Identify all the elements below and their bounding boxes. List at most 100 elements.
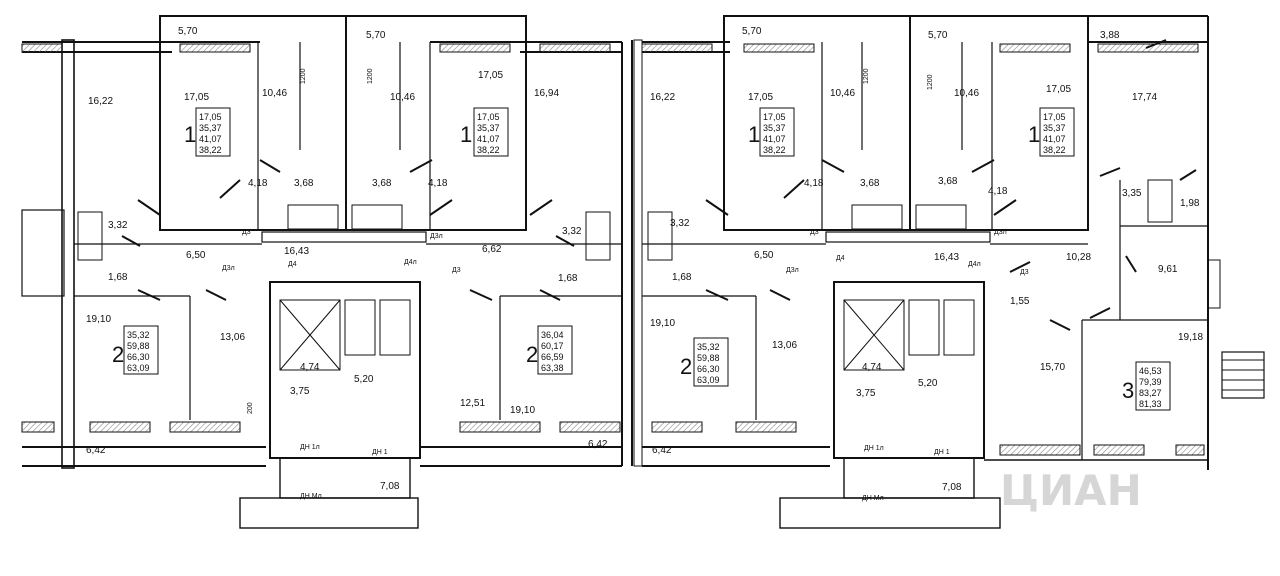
- door-tag: ДН 1: [934, 449, 950, 456]
- room-area: 6,42: [86, 445, 106, 456]
- apartment-area: 59,88: [127, 341, 150, 351]
- apartment-area: 36,04: [541, 330, 564, 340]
- apartment-area: 41,07: [199, 134, 222, 144]
- apartment-area: 83,27: [1139, 388, 1162, 398]
- watermark: ЦИАН: [1000, 466, 1142, 515]
- room-area: 1,68: [672, 272, 692, 283]
- apartment-legend-left-3: 2 35,32 59,88 66,30 63,09: [112, 325, 159, 375]
- apartment-area: 41,07: [477, 134, 500, 144]
- room-area: 9,61: [1158, 264, 1178, 275]
- room-area: 4,18: [988, 186, 1008, 197]
- apartment-area: 35,32: [127, 330, 150, 340]
- apartment-area: 41,07: [763, 134, 786, 144]
- room-area: 6,42: [588, 439, 608, 450]
- apartment-area: 17,05: [763, 112, 786, 122]
- door-swings-left: [121, 159, 575, 301]
- apartment-area: 38,22: [199, 145, 222, 155]
- room-area: 3,68: [938, 176, 958, 187]
- apartment-area: 35,37: [763, 123, 786, 133]
- apartment-rooms: 1: [1028, 122, 1040, 147]
- door-tag: Д3л: [994, 229, 1007, 236]
- room-area: 6,50: [754, 250, 774, 261]
- room-area: 19,10: [510, 405, 535, 416]
- room-area: 3,32: [108, 220, 128, 231]
- door-tag: Д4: [836, 255, 845, 262]
- room-area: 10,46: [830, 88, 855, 99]
- apartment-rooms: 2: [526, 342, 538, 367]
- door-tags-right: Д3 Д3л Д4 Д4л Д3л Д3 ДН 1л ДН 1 ДН Мл 12…: [786, 68, 1029, 502]
- room-area: 1,98: [1180, 198, 1200, 209]
- room-area: 17,74: [1132, 92, 1157, 103]
- room-area: 4,74: [300, 362, 320, 373]
- apartment-area: 35,37: [1043, 123, 1066, 133]
- door-tag: Д3: [810, 229, 819, 236]
- apartment-area: 46,53: [1139, 366, 1162, 376]
- door-tag: Д3: [242, 229, 251, 236]
- apartment-area: 17,05: [199, 112, 222, 122]
- door-tag: 1200: [300, 68, 307, 84]
- door-tag: 200: [247, 402, 254, 414]
- room-area: 3,32: [562, 226, 582, 237]
- room-area: 1,68: [558, 273, 578, 284]
- room-area: 1,55: [1010, 296, 1030, 307]
- room-area: 10,46: [390, 92, 415, 103]
- room-area: 16,94: [534, 88, 559, 99]
- apartment-area: 79,39: [1139, 377, 1162, 387]
- apartment-area: 17,05: [477, 112, 500, 122]
- room-area: 3,88: [1100, 30, 1120, 41]
- room-area: 13,06: [220, 332, 245, 343]
- room-area: 7,08: [380, 481, 400, 492]
- room-area: 16,22: [88, 96, 113, 107]
- room-area: 4,18: [804, 178, 824, 189]
- door-swings-right: [705, 39, 1197, 331]
- door-tag: Д3л: [222, 265, 235, 272]
- room-area: 5,20: [354, 374, 374, 385]
- room-area: 16,43: [284, 246, 309, 257]
- door-tag: Д4л: [968, 261, 981, 268]
- apartment-area: 59,88: [697, 353, 720, 363]
- apartment-area: 63,38: [541, 363, 564, 373]
- door-tag: ДН 1: [372, 449, 388, 456]
- apartment-area: 63,09: [127, 363, 150, 373]
- door-tag: Д4: [288, 261, 297, 268]
- apartment-legend-right-4: 3 46,53 79,39 83,27 81,33: [1122, 361, 1171, 411]
- room-area: 3,32: [670, 218, 690, 229]
- section-right: [631, 15, 1265, 529]
- room-area: 4,18: [248, 178, 268, 189]
- apartment-legend-left-2: 1 17,05 35,37 41,07 38,22: [460, 107, 509, 157]
- apartment-area: 60,17: [541, 341, 564, 351]
- room-labels-left: 5,70 5,70 16,22 17,05 10,46 10,46 17,05 …: [86, 26, 608, 492]
- room-area: 17,05: [478, 70, 503, 81]
- apartment-area: 38,22: [763, 145, 786, 155]
- room-area: 19,18: [1178, 332, 1203, 343]
- apartment-rooms: 1: [460, 122, 472, 147]
- apartment-legend-right-1: 1 17,05 35,37 41,07 38,22: [748, 107, 795, 157]
- room-area: 4,74: [862, 362, 882, 373]
- apartment-area: 81,33: [1139, 399, 1162, 409]
- apartment-area: 35,37: [477, 123, 500, 133]
- room-area: 17,05: [1046, 84, 1071, 95]
- apartment-area: 66,30: [127, 352, 150, 362]
- room-area: 10,46: [954, 88, 979, 99]
- apartment-legend-left-4: 2 36,04 60,17 66,59 63,38: [526, 325, 573, 375]
- room-area: 12,51: [460, 398, 485, 409]
- section-left: [21, 15, 623, 529]
- door-tag: 1200: [863, 68, 870, 84]
- apartment-area: 41,07: [1043, 134, 1066, 144]
- apartment-rooms: 3: [1122, 378, 1134, 403]
- apartment-area: 17,05: [1043, 112, 1066, 122]
- room-area: 1,68: [108, 272, 128, 283]
- room-area: 5,70: [178, 26, 198, 37]
- room-area: 19,10: [86, 314, 111, 325]
- door-tag: 1200: [927, 74, 934, 90]
- apartment-area: 38,22: [477, 145, 500, 155]
- door-tag: Д3: [452, 267, 461, 274]
- apartment-rooms: 1: [184, 122, 196, 147]
- door-tag: Д3л: [430, 233, 443, 240]
- room-area: 3,68: [372, 178, 392, 189]
- room-area: 15,70: [1040, 362, 1065, 373]
- room-labels-right: 5,70 5,70 3,88 16,22 17,05 10,46 10,46 1…: [650, 26, 1203, 493]
- apartment-area: 35,32: [697, 342, 720, 352]
- room-area: 6,42: [652, 445, 672, 456]
